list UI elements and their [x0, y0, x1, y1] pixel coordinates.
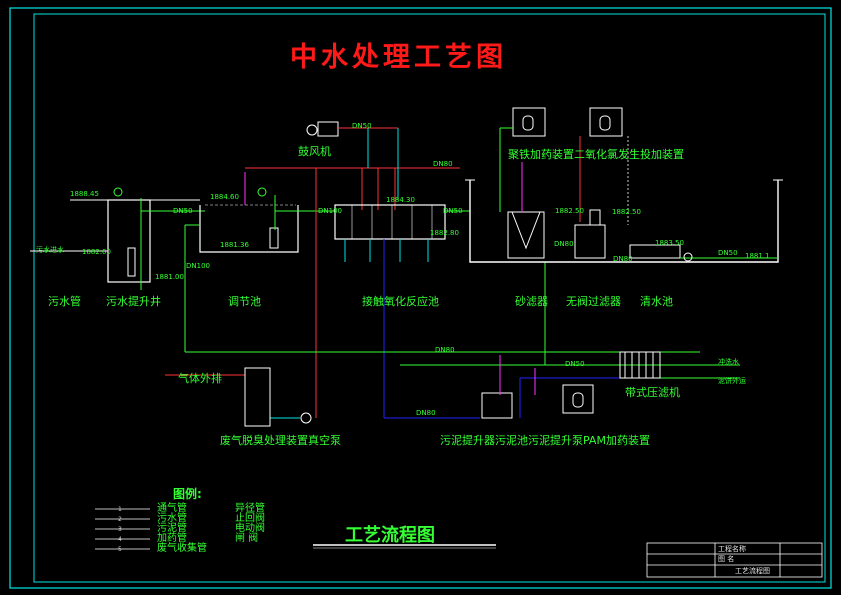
legend-lines	[95, 508, 150, 550]
outlet-reuse: 冲洗水	[718, 358, 739, 366]
legend-item2-3: 电动阀	[235, 523, 265, 534]
title-block	[646, 542, 823, 578]
elev-1: 1888.45	[70, 190, 99, 198]
pipe-tag-5: DN50	[443, 207, 463, 215]
elev-5: 1884.30	[386, 196, 415, 204]
pipe-tag-11: DN80	[416, 409, 436, 417]
regulating-tank	[199, 187, 299, 253]
elev-3: 1884.60	[210, 193, 239, 201]
label-valveless-filter: 无阀过滤器	[566, 295, 621, 308]
elev-8: 1882.50	[612, 208, 641, 216]
pipe-tag-10: DN80	[435, 346, 455, 354]
blower	[306, 121, 339, 137]
elev-11: 1881.00	[155, 273, 184, 281]
label-gas-exhaust: 气体外排	[178, 372, 222, 385]
legend-num-4: 4	[118, 536, 122, 543]
aeration-pipes	[344, 239, 429, 262]
legend-num-1: 1	[118, 506, 122, 513]
label-sludge-devices: 污泥提升器污泥池污泥提升泵PAM加药装置	[440, 434, 650, 447]
label-dosing-devices: 聚铁加药装置二氧化氯发生投加装置	[508, 148, 684, 161]
elev-4: 1881.36	[220, 241, 249, 249]
pipe-tag-8: DN50	[718, 249, 738, 257]
legend-item2-2: 止回阀	[235, 513, 265, 524]
legend-item-2: 污水管	[157, 513, 187, 524]
pipe-tag-2: DN80	[433, 160, 453, 168]
label-inflow: 污水进水	[36, 246, 64, 254]
legend-item-1: 通气管	[157, 503, 187, 514]
titleblock-project: 工程名称	[718, 545, 746, 553]
legend-num-2: 2	[118, 516, 122, 523]
label-sand-filter: 砂滤器	[515, 295, 548, 308]
pipe-tag-6: DN80	[554, 240, 574, 248]
titleblock-drawing-name: 工艺流程图	[735, 567, 770, 575]
dosing-box-2	[589, 107, 623, 137]
titleblock-drawing-label: 图 名	[718, 555, 735, 563]
legend-item2-4: 闸 阀	[235, 533, 259, 544]
elev-10: 1881.1	[745, 252, 770, 260]
label-sewage-pipe: 污水管	[48, 295, 81, 308]
dosing-box-1	[512, 107, 546, 137]
pipe-tag-1: DN50	[352, 122, 372, 130]
elev-7: 1882.50	[555, 207, 584, 215]
label-lift-well: 污水提升井	[106, 295, 161, 308]
outlet-cake: 泥饼外运	[718, 377, 746, 385]
legend-item-3: 污泥管	[157, 523, 187, 534]
label-clear-tank: 清水池	[640, 295, 673, 308]
pipe-tag-4: DN100	[318, 207, 342, 215]
label-blower: 鼓风机	[298, 145, 331, 158]
sludge-lifter-box	[481, 392, 513, 419]
label-belt-press: 带式压滤机	[625, 386, 680, 399]
lift-well	[107, 187, 151, 283]
label-regulating-tank: 调节池	[228, 295, 261, 308]
contact-oxidation-tank	[334, 204, 446, 240]
belt-press-unit	[619, 351, 661, 379]
flow-title: 工艺流程图	[345, 525, 435, 546]
label-deodorizer: 废气脱臭处理装置真空泵	[220, 434, 341, 447]
pipe-tag-7: DN80	[613, 255, 633, 263]
elev-9: 1883.50	[655, 239, 684, 247]
pipe-tag-12: DN50	[565, 360, 585, 368]
elev-6: 1882.80	[430, 229, 459, 237]
legend-item2-1: 异径管	[235, 503, 265, 514]
treatment-basin	[465, 179, 783, 263]
legend-item-5: 废气收集管	[157, 543, 207, 554]
deodorizer-box	[244, 367, 271, 427]
valveless-filter-unit	[574, 209, 606, 259]
sand-filter-unit	[507, 211, 545, 259]
pipe-tag-9: DN100	[186, 262, 210, 270]
clear-tank-unit	[629, 244, 681, 259]
legend-num-3: 3	[118, 526, 122, 533]
label-contact-oxidation: 接触氧化反应池	[362, 295, 439, 308]
elev-2: 1882.00	[82, 248, 111, 256]
outer-border	[9, 7, 832, 589]
inner-border	[33, 13, 826, 583]
vacuum-pump	[300, 412, 312, 424]
main-title: 中水处理工艺图	[290, 42, 507, 73]
legend-num-5: 5	[118, 546, 122, 553]
legend-title: 图例:	[173, 487, 202, 501]
pipe-tag-3: DN50	[173, 207, 193, 215]
pam-dosing-box	[562, 384, 594, 414]
legend-item-4: 加药管	[157, 533, 187, 544]
